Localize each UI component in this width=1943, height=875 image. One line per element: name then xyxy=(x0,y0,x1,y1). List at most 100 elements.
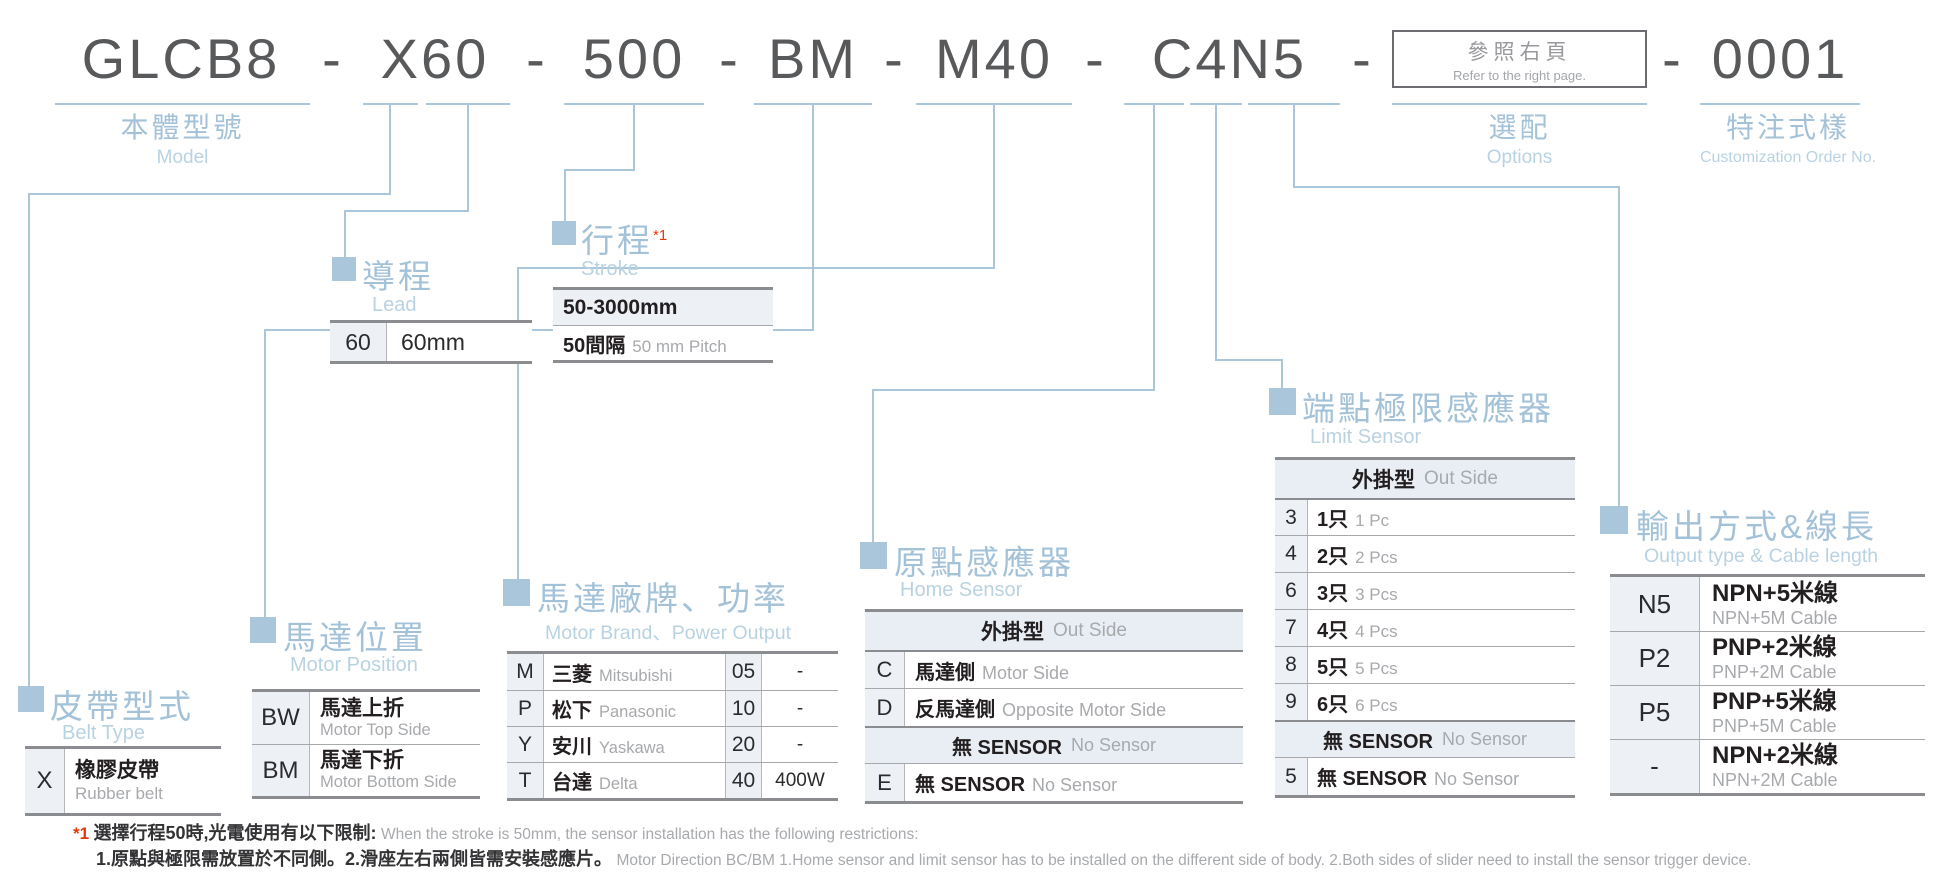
value-en: NPN+2M Cable xyxy=(1712,770,1838,790)
options-box-label-en: Refer to the right page. xyxy=(1453,67,1586,83)
limit-sensor-value-cell: 無 SENSOR No Sensor xyxy=(1308,762,1519,791)
table-row: M 三菱 Mitsubishi 05 - xyxy=(507,654,838,690)
footnote-line-2: 1.原點與極限需放置於不同側。2.滑座左右兩側皆需安裝感應片。 Motor Di… xyxy=(96,845,1751,871)
underline-belt xyxy=(363,103,418,105)
output-table: N5 NPN+5米線 NPN+5M Cable P2 PNP+2米線 PNP+2… xyxy=(1610,574,1925,796)
table-row: X 橡膠皮帶 Rubber belt xyxy=(25,749,221,813)
brand-zh: 台達 xyxy=(552,772,592,794)
code-separator: - xyxy=(884,27,906,90)
no-sensor-en: No Sensor xyxy=(1070,735,1157,755)
code-segment-custom-no: 0001 xyxy=(1711,27,1849,90)
connector-motor-position xyxy=(264,329,814,331)
limit-sensor-header-row: 外掛型 Out Side xyxy=(1275,460,1575,498)
model-label-zh: 本體型號 xyxy=(120,112,245,143)
lead-value-cell: 60mm xyxy=(401,328,465,355)
brand-name-cell: 三菱 Mitsubishi xyxy=(544,658,725,687)
footnote-2-zh: 1.原點與極限需放置於不同側。2.滑座左右兩側皆需安裝感應片。 xyxy=(96,849,613,869)
brand-name-cell: 松下 Panasonic xyxy=(544,694,725,723)
table-row: C 馬達側 Motor Side xyxy=(865,650,1243,688)
stroke-range: 50-3000mm xyxy=(563,295,678,319)
belt-type-section-subtitle: Belt Type xyxy=(62,722,146,744)
limit-sensor-code-cell: 7 xyxy=(1275,610,1308,646)
lead-section-title: 導程 xyxy=(362,258,434,295)
header-zh: 外掛型 xyxy=(1352,469,1416,492)
limit-sensor-code-cell: 4 xyxy=(1275,536,1308,572)
limit-sensor-code-cell: 3 xyxy=(1275,500,1308,535)
brand-code-cell: T xyxy=(507,763,544,798)
limit-sensor-value-cell: 2只 2 Pcs xyxy=(1308,540,1398,569)
header-en: Out Side xyxy=(1053,620,1127,641)
motor-position-section-bullet xyxy=(250,617,276,643)
limit-sensor-code-cell: 9 xyxy=(1275,684,1308,720)
value-zh: PNP+2米線 xyxy=(1712,634,1837,661)
code-segment-stroke: 500 xyxy=(582,27,686,90)
table-row: BM 馬達下折 Motor Bottom Side xyxy=(252,744,480,796)
motor-brand-section-subtitle: Motor Brand、Power Output xyxy=(545,622,792,644)
footnote-2-en: Motor Direction BC/BM 1.Home sensor and … xyxy=(616,852,1752,869)
value-en: 1 Pc xyxy=(1355,511,1390,530)
table-row: 4 2只 2 Pcs xyxy=(1275,535,1575,572)
value-zh: 2只 xyxy=(1317,545,1349,568)
lead-section-bullet xyxy=(332,257,356,281)
value-zh: 3只 xyxy=(1317,582,1349,605)
brand-code-cell: P xyxy=(507,691,544,726)
home-sensor-code-cell: E xyxy=(865,764,905,801)
motor-position-section-subtitle: Motor Position xyxy=(290,654,418,676)
options-box-label-zh: 參照右頁 xyxy=(1467,40,1572,64)
value-zh: 無 SENSOR xyxy=(1317,768,1428,790)
code-separator: - xyxy=(1662,27,1684,90)
table-row: 7 4只 4 Pcs xyxy=(1275,609,1575,646)
value-en: Motor Top Side xyxy=(320,720,431,739)
motor-position-section-title: 馬達位置 xyxy=(283,619,427,656)
motor-brand-table: M 三菱 Mitsubishi 05 - P 松下 Panasonic 10 -… xyxy=(507,651,838,801)
limit-sensor-value-cell: 6只 6 Pcs xyxy=(1308,688,1398,717)
lead-table: 60 60mm xyxy=(330,320,532,364)
power-value-cell: - xyxy=(796,733,804,755)
code-segment-model: GLCB8 xyxy=(81,27,281,90)
header-zh: 外掛型 xyxy=(981,621,1045,644)
connector-stroke xyxy=(633,105,635,169)
brand-name-cell: 安川 Yaskawa xyxy=(544,730,725,759)
limit-sensor-code-cell: 8 xyxy=(1275,647,1308,683)
value-zh: 反馬達側 xyxy=(915,699,995,721)
connector-output xyxy=(1618,186,1620,506)
home-sensor-no-sensor-row: 無 SENSOR No Sensor xyxy=(865,726,1243,763)
value-zh: 馬達下折 xyxy=(320,749,404,772)
stroke-range-row: 50-3000mm xyxy=(553,290,773,325)
stroke-section-bullet xyxy=(552,221,576,245)
home-sensor-value-cell: 馬達側 Motor Side xyxy=(905,656,1069,685)
value-zh: NPN+5米線 xyxy=(1712,579,1839,607)
value-zh: 1只 xyxy=(1317,509,1349,531)
code-separator: - xyxy=(322,27,344,90)
connector-motor-brand xyxy=(517,267,995,269)
power-value-cell: - xyxy=(796,697,804,719)
footnote-1-en: When the stroke is 50mm, the sensor inst… xyxy=(381,826,919,843)
table-row: 8 5只 5 Pcs xyxy=(1275,646,1575,683)
custom-no-label-zh: 特注式樣 xyxy=(1725,112,1850,143)
connector-home-sensor xyxy=(872,389,1155,391)
value-zh: 馬達側 xyxy=(915,661,975,684)
connector-home-sensor xyxy=(1153,105,1155,389)
connector-limit-sensor xyxy=(1215,359,1283,361)
stroke-footnote-ref: *1 xyxy=(653,227,668,244)
stroke-section-title: 行程*1 xyxy=(581,214,667,262)
power-value-cell: 400W xyxy=(775,769,825,791)
value-en: NPN+5M Cable xyxy=(1712,607,1838,628)
value-en: Motor Side xyxy=(982,662,1070,683)
footnote-1-zh: 選擇行程50時,光電使用有以下限制: xyxy=(93,823,377,843)
limit-sensor-section-bullet xyxy=(1269,388,1296,415)
table-row: P 松下 Panasonic 10 - xyxy=(507,690,838,726)
limit-sensor-code-cell: 5 xyxy=(1275,758,1308,795)
limit-sensor-code-cell: 6 xyxy=(1275,573,1308,609)
value-en: 2 Pcs xyxy=(1355,547,1398,567)
motor-position-code-cell: BM xyxy=(252,745,310,796)
connector-lead xyxy=(344,210,346,257)
limit-sensor-no-sensor-row: 無 SENSOR No Sensor xyxy=(1275,720,1575,757)
connector-home-sensor xyxy=(872,389,874,542)
table-row: 6 3只 3 Pcs xyxy=(1275,572,1575,609)
motor-position-code-cell: BW xyxy=(252,692,310,744)
value-zh: 5只 xyxy=(1317,656,1349,679)
underline-output xyxy=(1248,103,1340,105)
output-code-cell: P2 xyxy=(1610,632,1700,685)
stroke-pitch-row: 50間隔 50 mm Pitch xyxy=(553,325,773,360)
